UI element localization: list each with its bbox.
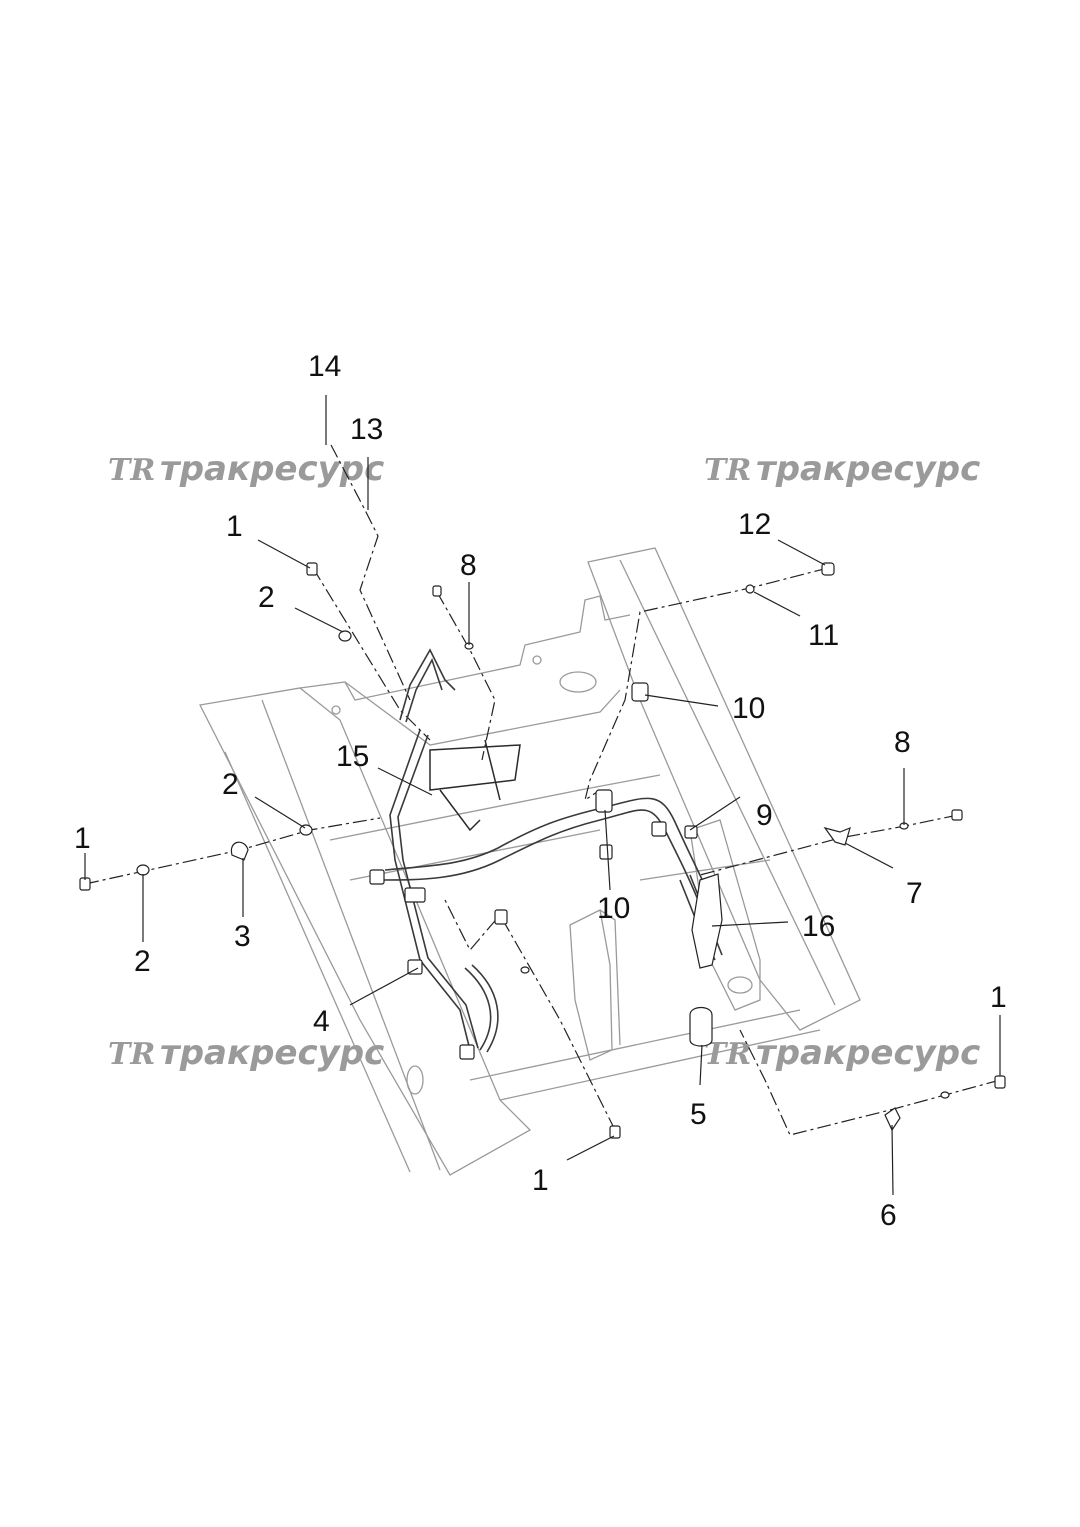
clamp-10-lower: [595, 789, 613, 813]
watermark-logo: TR: [108, 1037, 155, 1072]
callout-3: 3: [234, 920, 251, 953]
callout-7: 7: [906, 877, 923, 910]
bracket-6: [884, 1107, 901, 1132]
watermark-bottom-right: TR тракресурс: [704, 1033, 980, 1073]
bolt-1-bottom: [609, 1125, 621, 1139]
fitting-9: [684, 825, 698, 839]
bolt-12: [821, 562, 835, 576]
callout-1: 1: [74, 822, 91, 855]
bolt-8-right: [951, 809, 963, 821]
callout-13: 13: [350, 413, 383, 446]
callout-8: 8: [460, 549, 477, 582]
hydraulic-lines: [379, 648, 723, 1053]
callout-2: 2: [134, 945, 151, 978]
washer-2-left: [136, 864, 150, 876]
callout-9: 9: [756, 799, 773, 832]
watermark-brand: тракресурс: [756, 449, 980, 489]
washer-11: [745, 584, 755, 594]
callout-1: 1: [532, 1164, 549, 1197]
watermark-top-right: TR тракресурс: [704, 449, 980, 489]
callout-2: 2: [258, 581, 275, 614]
callout-2: 2: [222, 768, 239, 801]
clamp-15: [404, 887, 426, 903]
clamp-10-upper: [631, 682, 649, 702]
callout-10: 10: [597, 892, 630, 925]
watermark-logo: TR: [108, 453, 155, 488]
callout-5: 5: [690, 1098, 707, 1131]
watermark-logo: TR: [704, 453, 751, 488]
bracket-7: [823, 826, 851, 846]
callout-1: 1: [990, 981, 1007, 1014]
watermark-brand: тракресурс: [160, 449, 384, 489]
callout-8: 8: [894, 726, 911, 759]
callout-14: 14: [308, 350, 341, 383]
callout-1: 1: [226, 510, 243, 543]
washer-2-top: [338, 630, 352, 642]
watermark-bottom-left: TR тракресурс: [108, 1033, 384, 1073]
bolt-1-top: [306, 562, 318, 576]
bolt-8-top: [432, 585, 442, 597]
frame-outline: [199, 547, 861, 1176]
sleeve-5: [689, 1006, 713, 1047]
bolt-1-right: [994, 1075, 1006, 1089]
watermark-top-left: TR тракресурс: [108, 449, 384, 489]
leader-lines: [84, 395, 1001, 1196]
watermark-brand: тракресурс: [160, 1033, 384, 1073]
washer-2-mid: [299, 824, 313, 836]
valve-16: [691, 873, 723, 969]
callout-11: 11: [808, 619, 839, 652]
callout-10: 10: [732, 692, 765, 725]
watermark-brand: тракресурс: [756, 1033, 980, 1073]
callout-6: 6: [880, 1199, 897, 1232]
watermark-logo: TR: [704, 1037, 751, 1072]
clamp-3: [230, 841, 249, 861]
callout-labels: 14 13 1 2 8 12 11 10 15 2 1 8 9 7 3 2 10…: [74, 350, 1007, 1232]
clamp-4: [407, 959, 423, 975]
callout-12: 12: [738, 508, 771, 541]
callout-15: 15: [336, 740, 369, 773]
callout-4: 4: [313, 1005, 330, 1038]
callout-16: 16: [802, 910, 835, 943]
hardware: [79, 562, 1006, 1139]
